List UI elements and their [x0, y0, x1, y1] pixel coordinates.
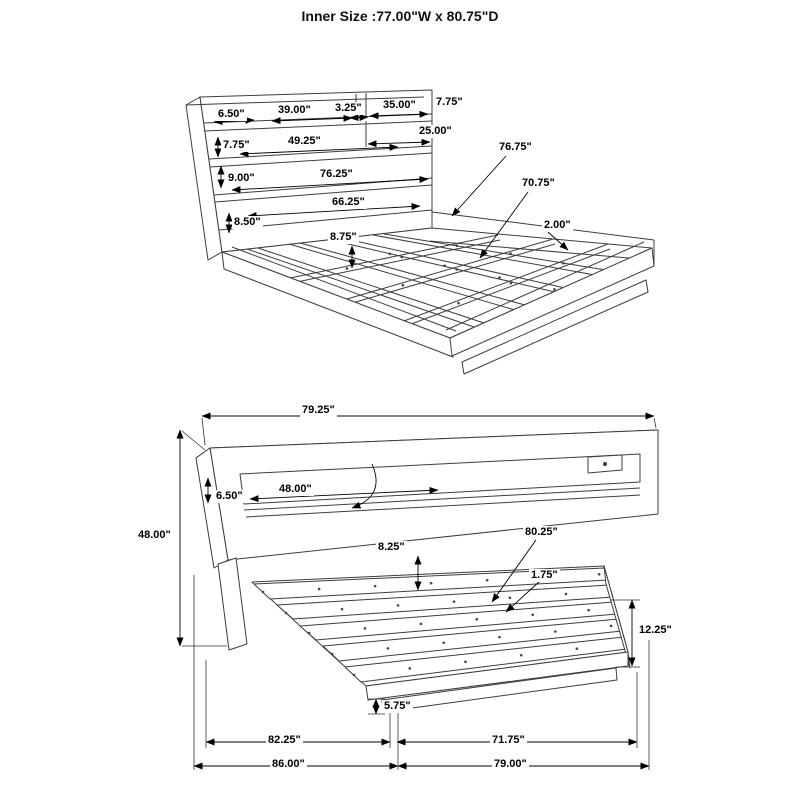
dim-label-shelf-w: 48.00": [277, 483, 314, 496]
dim-label-row4-w: 66.25": [330, 196, 367, 209]
dim-label-headboard-w: 79.25": [300, 404, 337, 417]
side-view-drawing: [195, 429, 659, 713]
dim-label-headboard-h: 48.00": [136, 529, 173, 542]
dim-label-overall-w: 86.00": [270, 758, 307, 771]
dim-label-row4-h: 8.50": [232, 216, 263, 229]
dim-line-divider-w: [349, 113, 369, 122]
dim-line-row3-w: [231, 175, 429, 194]
shelf-band-line: [204, 120, 433, 132]
dim-label-slat-thickness: 1.75": [529, 569, 560, 582]
platform-foot-face: [449, 247, 655, 357]
dim-label-top-shelf-w: 39.00": [276, 104, 313, 117]
shelf-board-line: [243, 487, 641, 511]
leader-depth-outer: [451, 155, 507, 217]
dim-label-row2-w: 49.25": [286, 135, 323, 148]
dim-label-platform-d: 71.75": [490, 734, 527, 747]
dim-label-divider-w: 3.25": [333, 102, 364, 115]
leader-slat-thickness: [505, 580, 541, 613]
front-view-dimensions: [213, 110, 569, 269]
dim-label-side-depth: 7.75": [434, 96, 465, 109]
headboard-top-edge: [185, 96, 425, 106]
dim-label-row3-w: 76.25": [318, 168, 355, 181]
dim-label-deck-inset: 8.25": [376, 541, 407, 554]
night-light-dot: [603, 462, 607, 466]
slat-line: [246, 248, 475, 328]
screw-dots: [261, 572, 608, 594]
dim-label-row2-h: 7.75": [221, 139, 252, 152]
platform-right-face: [603, 565, 631, 669]
inner-size-title: Inner Size :77.00"W x 80.75"D: [301, 8, 499, 24]
cross-rail: [346, 238, 554, 300]
dim-label-cubby-w: 25.00": [417, 125, 454, 138]
extension-line: [653, 417, 657, 429]
dim-label-top-right-w: 35.00": [381, 99, 418, 112]
dim-line-row4-w: [247, 202, 421, 220]
leader-depth-inner: [479, 191, 529, 259]
dim-label-plinth-h: 5.75": [382, 700, 413, 713]
leader-rail-thickness: [547, 231, 569, 251]
rail-inner-line: [445, 241, 645, 331]
shelf-board-line: [245, 494, 641, 518]
dim-label-top-left-w: 6.50": [216, 108, 247, 121]
slat-line: [299, 242, 526, 306]
dim-label-depth-outer: 76.75": [497, 141, 534, 154]
dim-label-shelf-h: 6.50": [214, 490, 245, 503]
dim-label-overall-d: 79.00": [492, 758, 529, 771]
dim-label-depth-inner: 70.75": [520, 177, 557, 190]
dim-label-slat-gap: 8.75": [328, 231, 359, 244]
dim-line-cubby-w: [367, 138, 431, 148]
dim-label-base-h: 12.25": [637, 624, 674, 637]
headboard-base-leg: [217, 557, 248, 651]
cross-rail: [291, 239, 501, 284]
dim-line-shelf-w: [249, 486, 439, 503]
dim-label-row3-h: 9.00": [226, 172, 257, 185]
cross-rail: [405, 248, 611, 327]
screw-dots: [333, 240, 559, 292]
platform-plinth: [461, 279, 649, 375]
extension-line: [181, 430, 206, 451]
dim-line-top-shelf-w: [271, 114, 353, 125]
platform-foot-face: [365, 651, 629, 701]
dim-line-top-left-w: [213, 116, 255, 126]
side-view-dimensions: [176, 412, 657, 770]
dim-label-deck-depth: 80.25": [523, 526, 560, 539]
platform-left-face: [221, 251, 454, 358]
cross-rail: [289, 234, 499, 279]
leader-deck-depth: [491, 539, 537, 603]
cross-rail: [403, 243, 609, 322]
cross-rail: [348, 243, 556, 305]
rail-inner-line: [231, 246, 457, 332]
dim-label-rail-thickness: 2.00": [542, 219, 573, 232]
dim-line-top-right-w: [369, 110, 429, 120]
extension-line: [201, 417, 206, 446]
dim-line-row2-w: [239, 143, 399, 158]
headboard-side-panel: [195, 447, 229, 569]
dim-label-platform-w: 82.25": [266, 734, 303, 747]
